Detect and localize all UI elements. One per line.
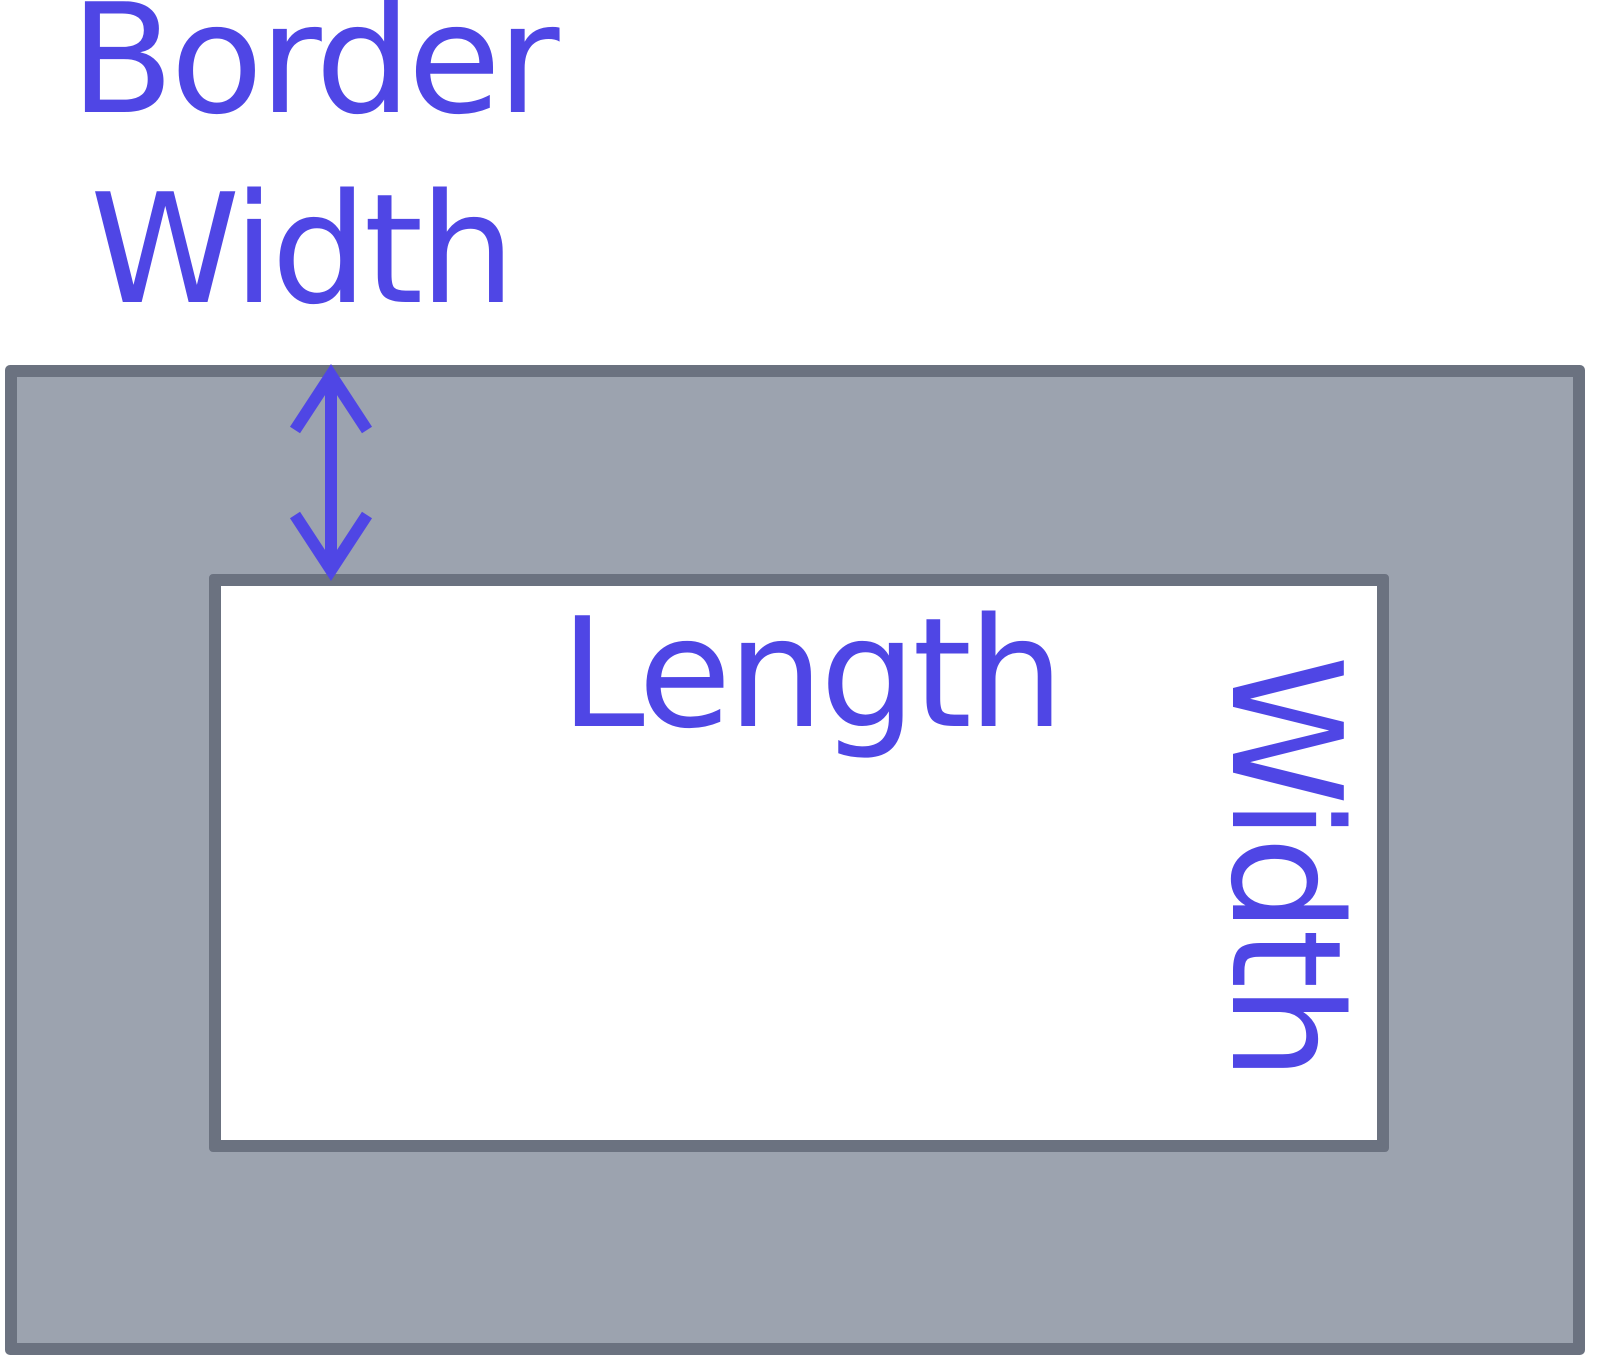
inner-content-box	[209, 574, 1389, 1152]
width-label: Width	[1197, 655, 1374, 1077]
length-label: Length	[560, 585, 1064, 762]
border-width-title-line-2: Width	[90, 161, 516, 338]
border-width-title-line-1: Border	[70, 0, 560, 148]
